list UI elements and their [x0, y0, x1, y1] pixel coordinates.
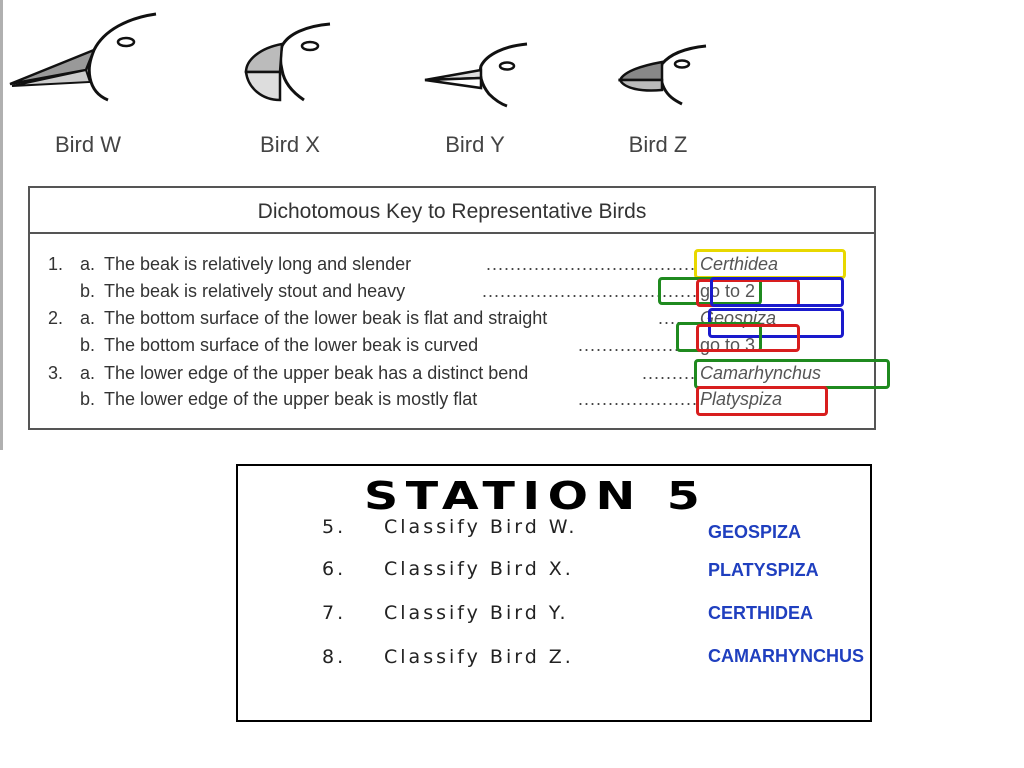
key-row-3b: b. The lower edge of the upper beak is mo… — [48, 389, 477, 410]
key-row-3a: 3. a. The lower edge of the upper beak has… — [48, 363, 528, 384]
question-8: 8. Classify Bird Z. — [322, 646, 574, 668]
question-number: 5. — [322, 516, 347, 538]
key-row-1b: b. The beak is relatively stout and heavy — [48, 281, 405, 302]
bird-z-beak-illustration — [617, 44, 707, 106]
bird-x-figure: Bird X — [210, 8, 370, 157]
key-result-platyspiza: Platyspiza — [700, 389, 783, 409]
key-row-text: The beak is relatively stout and heavy — [104, 281, 406, 301]
leader-dots: .............................. — [578, 389, 696, 409]
answer-5: GEOSPIZA — [708, 522, 802, 542]
key-title: Dichotomous Key to Representative Birds — [30, 188, 874, 234]
green-highlight-box — [694, 359, 890, 389]
question-text: Classify Bird W. — [384, 516, 578, 538]
key-row-number: 3. — [48, 363, 64, 383]
bird-w-figure: Bird W — [8, 8, 168, 157]
leader-dots: ........................................… — [482, 281, 696, 301]
key-row-text: The bottom surface of the lower beak is … — [104, 335, 479, 355]
answer-7: CERTHIDEA — [708, 603, 814, 623]
key-row-text: The beak is relatively long and slender — [104, 254, 412, 274]
key-row-letter: b. — [80, 281, 96, 301]
question-6: 6. Classify Bird X. — [322, 558, 574, 580]
question-7: 7. Classify Bird Y. — [322, 602, 569, 624]
key-row-2a: 2. a. The bottom surface of the lower beak… — [48, 308, 547, 329]
answer-6: PLATYSPIZA — [708, 560, 819, 580]
leader-dots: ........................................… — [486, 254, 696, 274]
left-border-line — [0, 0, 3, 450]
key-row-number: 2. — [48, 308, 64, 328]
question-5: 5. Classify Bird W. — [322, 516, 577, 538]
leader-dots: .............. — [642, 363, 696, 383]
question-text: Classify Bird X. — [384, 558, 574, 580]
bird-w-label: Bird W — [55, 132, 121, 157]
key-row-letter: b. — [80, 389, 96, 409]
key-result-certhidea: Certhidea — [700, 254, 779, 274]
key-row-2b: b. The bottom surface of the lower beak i… — [48, 335, 478, 356]
question-number: 6. — [322, 558, 347, 580]
bird-z-figure: Bird Z — [578, 8, 738, 157]
key-row-letter: a. — [80, 308, 96, 328]
bird-y-beak-illustration — [424, 42, 528, 108]
question-text: Classify Bird Z. — [384, 646, 574, 668]
bird-y-figure: Bird Y — [395, 8, 555, 157]
key-row-text: The bottom surface of the lower beak is … — [104, 308, 548, 328]
blue-highlight-box — [710, 277, 844, 307]
bird-x-beak-illustration — [244, 22, 331, 102]
key-row-number: 1. — [48, 254, 64, 274]
question-number: 7. — [322, 602, 347, 624]
red-highlight-box — [696, 386, 828, 416]
key-row-letter: a. — [80, 363, 96, 383]
yellow-highlight-box — [694, 249, 846, 279]
station-5-panel: STATION 5 5. Classify Bird W. GEOSPIZA 6.… — [236, 464, 872, 722]
bird-y-label: Bird Y — [445, 132, 505, 157]
key-row-text: The lower edge of the upper beak has a d… — [104, 363, 529, 383]
red-highlight-box — [696, 324, 800, 352]
key-result-go-to-2: go to 2 — [700, 281, 756, 301]
answer-8: CAMARHYNCHUS — [708, 646, 864, 666]
key-row-text: The lower edge of the upper beak is most… — [104, 389, 478, 409]
key-row-letter: a. — [80, 254, 96, 274]
question-text: Classify Bird Y. — [384, 602, 569, 624]
key-result-camarhynchus: Camarhynchus — [700, 363, 822, 383]
leader-dots: .............................. — [578, 335, 696, 355]
bird-x-label: Bird X — [260, 132, 320, 157]
bird-z-label: Bird Z — [628, 132, 688, 157]
bird-w-beak-illustration — [9, 12, 157, 102]
question-number: 8. — [322, 646, 347, 668]
key-row-letter: b. — [80, 335, 96, 355]
key-row-1a: 1. a. The beak is relatively long and slen… — [48, 254, 411, 275]
station-title: STATION 5 — [364, 474, 708, 518]
